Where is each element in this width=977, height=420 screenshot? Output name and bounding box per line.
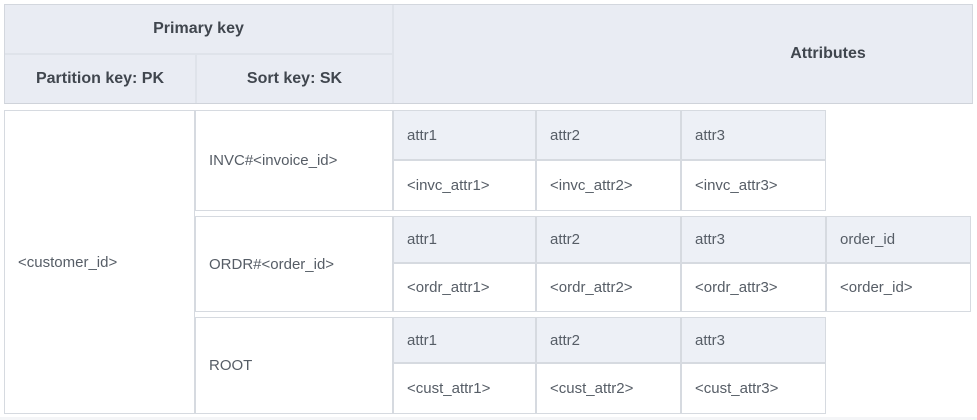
attributes-header: Attributes <box>392 5 972 103</box>
table-body: <customer_id> INVC#<invoice_id> attr1 at… <box>4 110 973 414</box>
attr-value-cell: <cust_attr2> <box>536 363 681 414</box>
partition-key-header: Partition key: PK <box>5 55 195 103</box>
sort-key-cell-order: ORDR#<order_id> <box>195 216 393 312</box>
attr-value-cell: <ordr_attr2> <box>536 263 681 312</box>
attr-value-cell: <ordr_attr3> <box>681 263 826 312</box>
attr-header-cell: attr1 <box>393 110 536 160</box>
attr-value-cell: <cust_attr3> <box>681 363 826 414</box>
attr-value-cell: <invc_attr3> <box>681 160 826 211</box>
attr-header-cell: order_id <box>826 216 971 263</box>
attr-value-cell: <invc_attr2> <box>536 160 681 211</box>
attr-header-cell: attr3 <box>681 317 826 363</box>
sort-key-cell-root: ROOT <box>195 317 393 414</box>
attr-header-cell: attr3 <box>681 110 826 160</box>
attr-header-cell: attr3 <box>681 216 826 263</box>
page-bottom-edge <box>0 417 977 420</box>
attr-value-cell: <cust_attr1> <box>393 363 536 414</box>
attr-value-cell: <invc_attr1> <box>393 160 536 211</box>
attr-header-cell: attr2 <box>536 216 681 263</box>
primary-key-header: Primary key <box>5 5 392 55</box>
partition-key-cell: <customer_id> <box>4 110 195 414</box>
attr-header-cell: attr1 <box>393 317 536 363</box>
table-header: Primary key Partition key: PK Sort key: … <box>4 4 973 104</box>
sort-key-cell-invoice: INVC#<invoice_id> <box>195 110 393 211</box>
sort-key-header: Sort key: SK <box>195 55 392 103</box>
attr-header-cell: attr1 <box>393 216 536 263</box>
attr-header-cell: attr2 <box>536 317 681 363</box>
attr-value-cell: <ordr_attr1> <box>393 263 536 312</box>
attr-header-cell: attr2 <box>536 110 681 160</box>
attr-value-cell: <order_id> <box>826 263 971 312</box>
